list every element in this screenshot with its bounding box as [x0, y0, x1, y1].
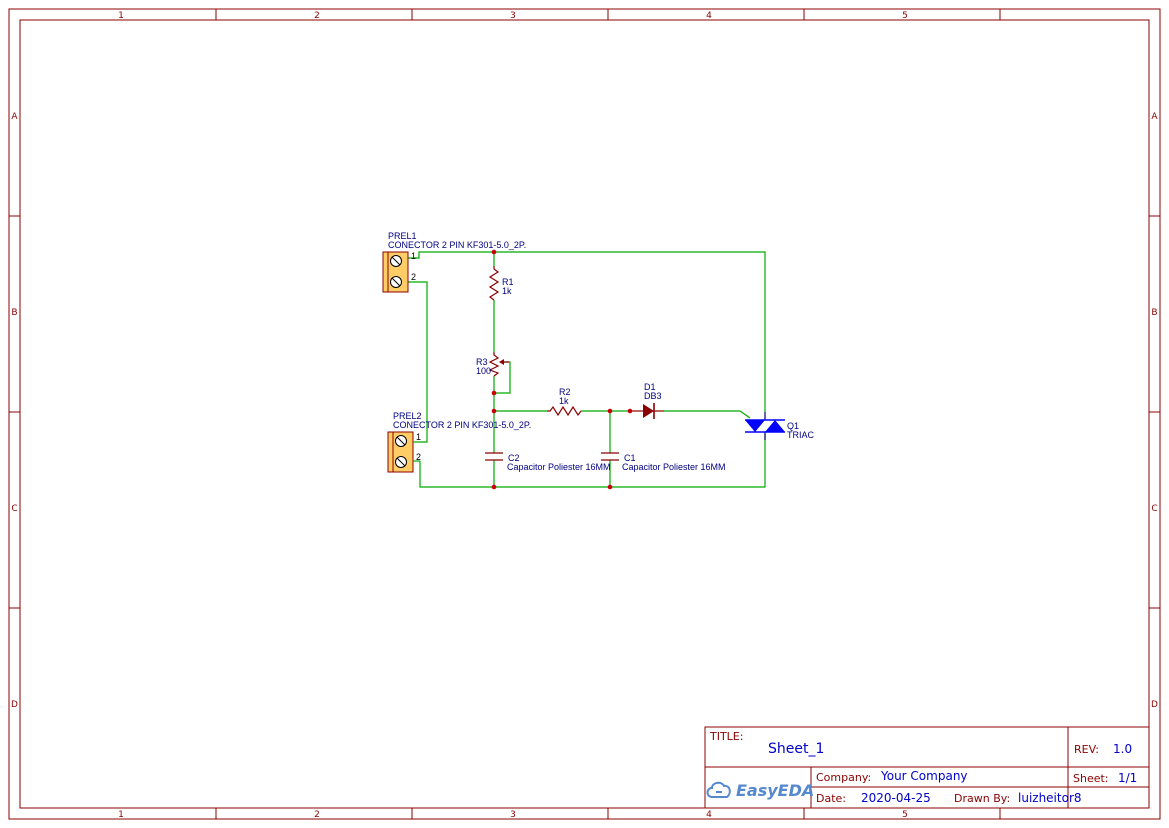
resistor-r1[interactable]	[488, 266, 500, 301]
company-label: Company:	[816, 771, 871, 784]
r3-ref: R3	[476, 357, 488, 367]
resistor-r2[interactable]	[547, 405, 582, 417]
wires	[408, 251, 766, 488]
potentiometer-r3[interactable]	[488, 352, 509, 377]
company-value: Your Company	[880, 769, 968, 783]
c2-value: Capacitor Poliester 16MM	[507, 462, 611, 472]
c1-ref: C1	[624, 453, 636, 463]
drawn-by-label: Drawn By:	[954, 792, 1010, 805]
sheet-label: Sheet:	[1073, 772, 1109, 785]
row-label: B	[1151, 308, 1157, 318]
junction-dot	[491, 408, 497, 414]
row-label: D	[1151, 700, 1158, 710]
logo-text: EasyEDA	[736, 781, 814, 800]
title-block	[704, 726, 1150, 809]
row-label: C	[1151, 504, 1157, 514]
wire-prel1-pin2	[408, 281, 428, 443]
row-label: B	[11, 308, 17, 318]
junction-dot	[491, 249, 497, 255]
capacitor-c2[interactable]	[485, 452, 503, 461]
column-label: 2	[314, 810, 320, 820]
column-label: 2	[314, 11, 320, 21]
column-label: 3	[510, 810, 516, 820]
c2-ref: C2	[508, 453, 520, 463]
column-label: 5	[902, 810, 908, 820]
row-label: D	[11, 700, 18, 710]
cloud-icon	[706, 781, 731, 798]
connector-prel2[interactable]: 1 2	[387, 431, 421, 473]
d1-ref: D1	[644, 382, 656, 392]
date-value: 2020-04-25	[861, 791, 931, 805]
column-label: 1	[118, 810, 124, 820]
prel2-value: CONECTOR 2 PIN KF301-5.0_2P.	[393, 420, 531, 430]
pin-number: 2	[411, 272, 416, 282]
row-label: A	[1151, 112, 1158, 122]
r3-value: 100	[476, 366, 491, 376]
junction-dot	[607, 484, 613, 490]
wire-top-rail	[408, 251, 766, 412]
capacitor-c1[interactable]	[601, 452, 619, 461]
d1-value: DB3	[644, 391, 662, 401]
column-label: 4	[706, 810, 712, 820]
junction-dot	[491, 484, 497, 490]
connector-prel1[interactable]: 1 2	[382, 251, 416, 293]
q1-value: TRIAC	[787, 430, 815, 440]
pin-number: 2	[416, 452, 421, 462]
frame-row-labels-left: A B C D	[11, 112, 18, 710]
drawing-frame	[8, 8, 1161, 820]
date-label: Date:	[816, 792, 846, 805]
wire-prel2-pin2	[419, 434, 766, 488]
q1-ref: Q1	[787, 421, 799, 431]
prel1-value: CONECTOR 2 PIN KF301-5.0_2P.	[388, 240, 526, 250]
column-label: 5	[902, 11, 908, 21]
pin-number: 1	[411, 251, 416, 261]
prel2-ref: PREL2	[393, 411, 422, 421]
frame-column-labels-top: 1 2 3 4 5	[118, 11, 908, 21]
title-label: TITLE:	[709, 730, 743, 743]
junction-dot	[491, 390, 497, 396]
junctions	[491, 249, 613, 490]
rev-label: REV:	[1074, 743, 1099, 756]
rev-value: 1.0	[1113, 742, 1132, 756]
row-label: A	[11, 112, 18, 122]
frame-column-labels-bottom: 1 2 3 4 5	[118, 810, 908, 820]
frame-row-labels-right: A B C D	[1151, 112, 1158, 710]
prel1-ref: PREL1	[388, 231, 417, 241]
r1-ref: R1	[502, 277, 514, 287]
column-label: 1	[118, 11, 124, 21]
row-label: C	[11, 504, 17, 514]
pin-number: 1	[416, 432, 421, 442]
triac-q1[interactable]	[745, 412, 785, 440]
diac-d1[interactable]	[627, 403, 664, 419]
column-label: 4	[706, 11, 712, 21]
c1-value: Capacitor Poliester 16MM	[622, 462, 726, 472]
sheet-title: Sheet_1	[768, 741, 824, 757]
drawn-by-value: luizheitor8	[1018, 791, 1082, 805]
r2-ref: R2	[559, 387, 571, 397]
r1-value: 1k	[502, 286, 512, 296]
column-label: 3	[510, 11, 516, 21]
easyeda-logo: EasyEDA	[706, 781, 814, 800]
junction-dot	[607, 408, 613, 414]
wire-d1-q1	[664, 410, 751, 419]
sheet-value: 1/1	[1118, 771, 1137, 785]
r2-value: 1k	[559, 396, 569, 406]
